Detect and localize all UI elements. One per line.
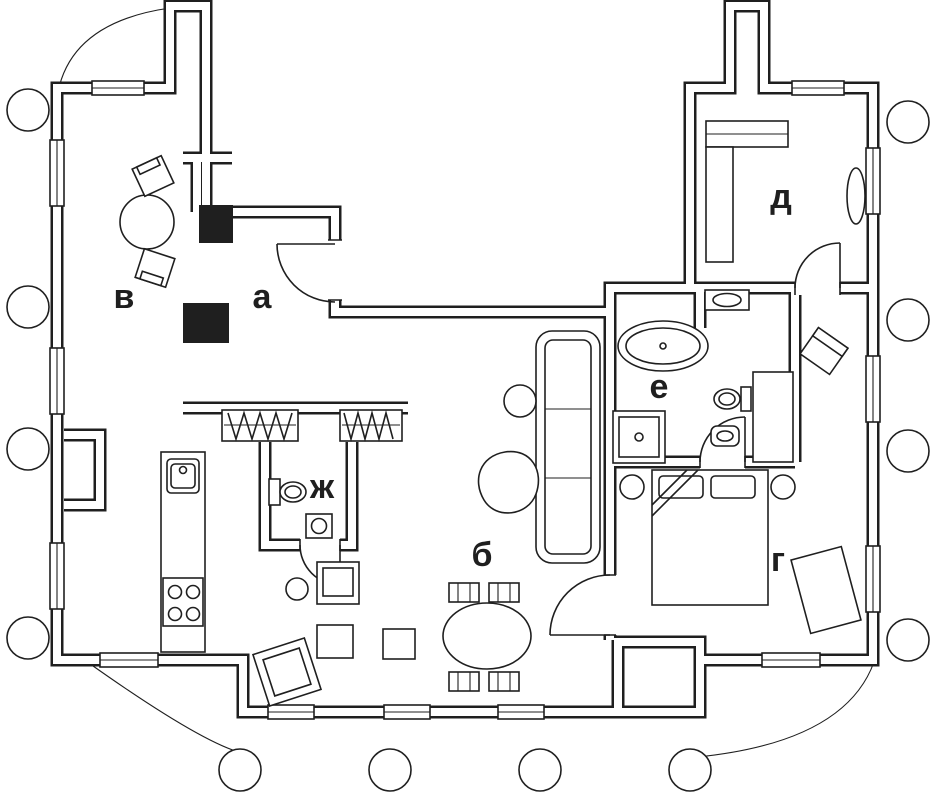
column xyxy=(518,748,562,792)
armchair xyxy=(316,561,360,605)
dining-chair xyxy=(488,671,520,692)
hanger-rail-icon xyxy=(343,409,394,443)
room-b-furniture xyxy=(251,330,601,708)
bathtub xyxy=(617,320,709,372)
site-boundary-arcs xyxy=(57,7,875,758)
washbasin-counter xyxy=(704,289,750,311)
column xyxy=(886,298,930,342)
room-label-e: е xyxy=(650,368,669,406)
windows xyxy=(49,80,881,720)
columns xyxy=(6,88,930,792)
room-d-furniture xyxy=(705,120,866,263)
bedroom-g-door xyxy=(549,574,611,636)
column xyxy=(6,88,50,132)
pillow xyxy=(710,475,756,499)
room-label-zh: ж xyxy=(309,468,335,506)
hanger-rail-icon xyxy=(227,410,293,442)
room-label-b: б xyxy=(471,536,492,574)
round-table xyxy=(119,194,175,250)
dining-chair xyxy=(488,582,520,603)
side-table-round xyxy=(503,384,537,418)
dining-chair xyxy=(448,671,480,692)
side-table-small xyxy=(285,577,309,601)
kitchen xyxy=(160,451,206,653)
room-label-v: в xyxy=(114,278,135,316)
mirror xyxy=(846,167,866,225)
square-table xyxy=(316,624,354,659)
dining-chair xyxy=(448,582,480,603)
chair xyxy=(131,154,175,198)
room-v-furniture xyxy=(119,154,176,289)
hall-closets xyxy=(221,409,403,443)
bathroom-cabinet xyxy=(752,371,794,463)
column xyxy=(368,748,412,792)
doors xyxy=(276,242,841,636)
column xyxy=(886,100,930,144)
column xyxy=(886,618,930,662)
room-e-fixtures xyxy=(612,289,794,464)
nightstand xyxy=(770,474,796,500)
room-label-a: а xyxy=(253,278,273,316)
walls xyxy=(50,0,880,719)
room-label-g: г xyxy=(771,541,785,579)
room-zh-fixtures xyxy=(268,478,333,539)
column xyxy=(6,285,50,329)
coffee-table xyxy=(477,450,540,514)
toilet xyxy=(268,478,307,506)
column xyxy=(6,427,50,471)
toilet xyxy=(713,386,752,412)
wall-pillar xyxy=(199,205,233,243)
column xyxy=(668,748,712,792)
rug xyxy=(790,545,862,635)
ottoman xyxy=(382,628,416,660)
sofa xyxy=(535,330,601,564)
column xyxy=(218,748,262,792)
shower xyxy=(612,410,666,464)
wall-pillar xyxy=(183,303,229,343)
wall-cavity xyxy=(53,2,877,716)
column xyxy=(6,616,50,660)
wardrobe-closet xyxy=(221,409,299,442)
blanket-fold xyxy=(651,469,699,517)
room-label-d: д xyxy=(770,178,792,216)
column xyxy=(886,429,930,473)
bed xyxy=(651,469,769,606)
chair xyxy=(134,247,176,289)
desk-chair xyxy=(798,326,850,376)
washbasin xyxy=(305,513,333,539)
nightstand xyxy=(619,474,645,500)
wardrobe-closet xyxy=(339,409,403,443)
bidet xyxy=(710,425,740,447)
bedroom-d-door xyxy=(794,242,841,289)
room-labels: в а д е ж б г xyxy=(114,178,792,579)
dining-table xyxy=(442,602,532,670)
wardrobe xyxy=(705,120,789,263)
room-g-furniture xyxy=(619,326,862,635)
lounge-chair xyxy=(251,636,323,708)
entry-door xyxy=(276,243,336,303)
